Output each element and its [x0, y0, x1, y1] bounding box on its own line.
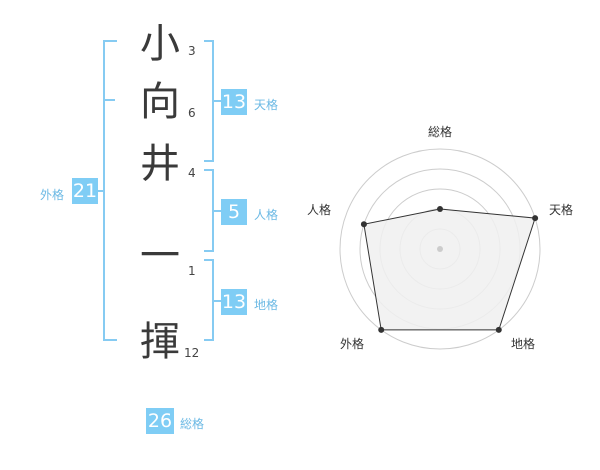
gaikaku-connector	[96, 190, 104, 192]
tenkaku-badge: 13	[221, 89, 247, 115]
stroke-count-4: 1	[188, 264, 196, 278]
radar-point-4	[378, 326, 385, 333]
kanji-char-5: 揮	[140, 319, 180, 365]
radar-center-dot	[437, 246, 443, 252]
kanji-char-4: 一	[140, 233, 180, 279]
gaikaku-bracket-tick	[105, 99, 115, 101]
radar-area	[363, 208, 536, 331]
tenkaku-label: 天格	[254, 98, 279, 112]
gaikaku-label: 外格	[40, 188, 65, 202]
stroke-count-3: 4	[188, 166, 196, 180]
radar-point-1	[437, 206, 443, 212]
jinkaku-connector	[212, 210, 222, 212]
radar-point-2	[532, 215, 539, 222]
stroke-count-1: 3	[188, 44, 196, 58]
kanji-char-1: 小	[140, 21, 180, 67]
radar-point-5	[360, 221, 367, 228]
radar-ring	[339, 148, 541, 350]
stroke-count-2: 6	[188, 106, 196, 120]
chikaku-connector	[212, 300, 222, 302]
gaikaku-bracket	[103, 40, 117, 341]
radar-axis-label-chikaku: 地格	[511, 337, 536, 351]
tenkaku-connector	[212, 100, 222, 102]
chikaku-label: 地格	[254, 298, 279, 312]
radar-axis-label-gaikaku: 外格	[340, 337, 365, 351]
jinkaku-badge: 5	[221, 199, 247, 225]
radar-points	[360, 206, 539, 333]
kanji-char-2: 向	[140, 79, 180, 125]
soukaku-label: 総格	[180, 417, 205, 431]
radar-axis-label-jinkaku: 人格	[307, 203, 332, 217]
radar-axis-label-soukaku: 総格	[428, 125, 453, 139]
radar-axis-label-tenkaku: 天格	[549, 203, 574, 217]
radar-point-3	[495, 326, 502, 333]
soukaku-badge: 26	[146, 408, 174, 434]
stroke-count-5: 12	[184, 346, 200, 360]
chikaku-badge: 13	[221, 289, 247, 315]
kanji-char-3: 井	[140, 141, 180, 187]
gaikaku-badge: 21	[72, 178, 98, 204]
jinkaku-label: 人格	[254, 208, 279, 222]
